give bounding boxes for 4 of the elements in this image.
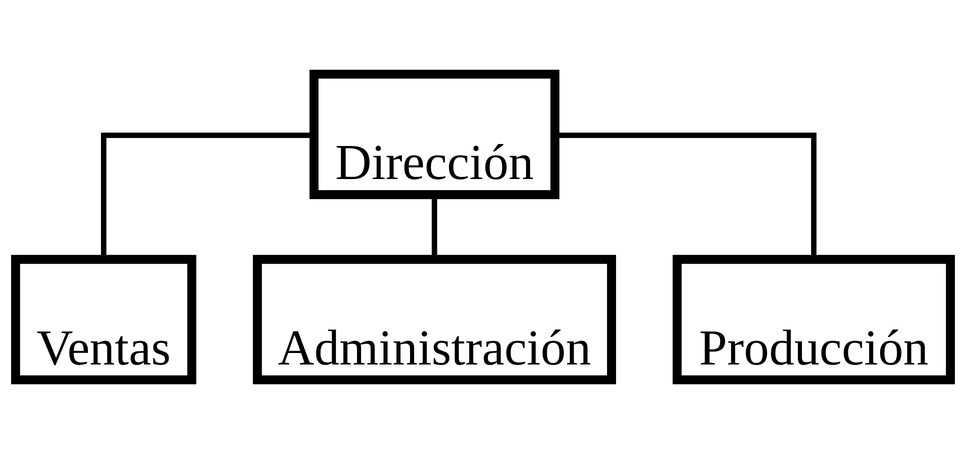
node-box: Administración [252,254,616,384]
node-box: Dirección [310,70,560,200]
node-box: Ventas [11,254,196,384]
node-box: Producción [672,254,955,384]
